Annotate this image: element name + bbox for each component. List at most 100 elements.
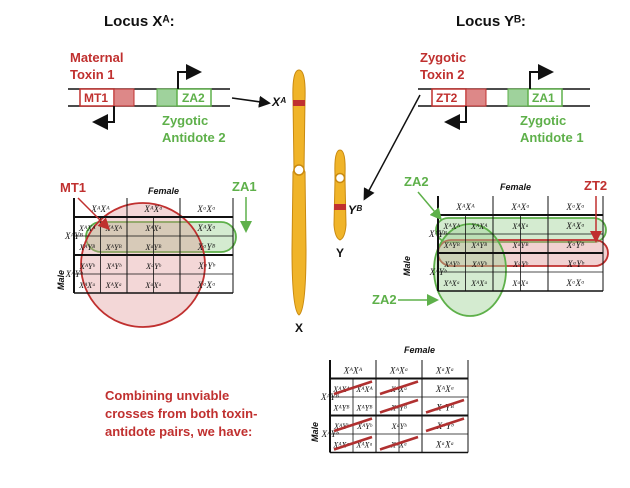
grid-cell: XᴬXᴬ <box>443 222 461 231</box>
title-locus-yb: Locus Yᴮ: <box>456 13 526 30</box>
grid-col-header: XᴬXᵃ <box>143 204 162 214</box>
grid-cell: XᴬXᵃ <box>435 384 454 394</box>
grid-row-header: XᴬYᵇ <box>321 429 339 439</box>
grid-cell: XᴬXᴬ <box>78 224 96 233</box>
grid-cell: XᵃYᵇ <box>145 262 162 271</box>
grid-col-header: XᵃXᵃ <box>435 366 454 376</box>
grid-col-header: XᴬXᴬ <box>90 204 110 214</box>
combined-text-line2: crosses from both toxin- <box>105 406 257 421</box>
grid-cell: XᵃYᵇ <box>566 259 584 269</box>
bottom-male-axis: Male <box>310 422 320 442</box>
grid-cell: XᵃXᵃ <box>390 441 407 450</box>
grid-cell: XᴬXᵃ <box>78 281 95 290</box>
right-antidote-line1: Zygotic <box>520 113 566 128</box>
left-antidote-line2: Antidote 2 <box>162 130 226 145</box>
grid-cell: XᵃYᴮ <box>197 242 216 252</box>
grid-cell: XᴬYᴮ <box>332 404 350 413</box>
grid-row-header: XᴬYᴮ <box>428 229 447 239</box>
left-mt1-label: MT1 <box>84 91 108 105</box>
right-label-line2: Toxin 2 <box>420 67 465 82</box>
grid-cell: XᴬYᵇ <box>333 422 350 431</box>
grid-cell: XᴬYᵇ <box>443 260 460 269</box>
right-za2-callout-bottom: ZA2 <box>372 292 397 307</box>
unviable-slash <box>333 435 373 451</box>
right-za2-callout-top: ZA2 <box>404 174 429 189</box>
left-za1-callout: ZA1 <box>232 179 257 194</box>
left-antidote-line1: Zygotic <box>162 113 208 128</box>
grid-cell: XᵃYᵇ <box>391 422 408 431</box>
y-chromosome-label: Y <box>336 246 344 260</box>
grid-cell: XᵃXᵃ <box>511 279 528 288</box>
unviable-slash <box>333 380 373 396</box>
grid-cell: XᵃYᴮ <box>512 241 530 250</box>
grid-row-header: XᴬYᴮ <box>320 392 339 402</box>
grid-cell: XᴬYᴮ <box>355 404 373 413</box>
grid-cell: XᴬYᵇ <box>356 422 373 431</box>
right-zt2-label: ZT2 <box>436 91 458 105</box>
grid-col-header: XᵃXᵃ <box>565 202 584 212</box>
bottom-female-axis: Female <box>404 345 435 355</box>
unviable-slash <box>379 380 419 396</box>
grid-cell: XᵃXᵃ <box>144 281 161 290</box>
right-zt2-callout: ZT2 <box>584 178 607 193</box>
grid-cell: XᴬXᵃ <box>355 441 372 450</box>
grid-col-header: XᵃXᵃ <box>196 204 215 214</box>
grid-cell: XᴬYᴮ <box>470 241 488 250</box>
x-chromosome-label: X <box>295 321 303 335</box>
left-male-axis: Male <box>56 270 66 290</box>
title-locus-xa: Locus Xᴬ: <box>104 13 175 30</box>
grid-cell: XᴬYᵇ <box>105 262 122 271</box>
grid-col-header: XᴬXᵃ <box>389 366 408 376</box>
unviable-slash <box>425 398 465 414</box>
grid-cell: XᴬXᴬ <box>470 222 488 231</box>
grid-cell: XᴬYᴮ <box>105 243 123 252</box>
grid-col-header: XᴬXᵃ <box>510 202 529 212</box>
y-chromosome-tag: Yᴮ <box>348 203 363 217</box>
grid-col-header: XᴬXᴬ <box>343 366 363 376</box>
grid-cell: XᴬXᴬ <box>355 385 373 394</box>
left-za2-label: ZA2 <box>182 91 205 105</box>
right-za1-label: ZA1 <box>532 91 555 105</box>
grid-cell: XᵃYᵇ <box>512 260 529 269</box>
grid-cell: XᴬXᵃ <box>390 385 407 394</box>
x-chromosome <box>291 69 307 316</box>
unviable-slash <box>425 417 465 433</box>
grid-cell: XᴬXᵃ <box>443 279 460 288</box>
grid-col-header: XᴬXᴬ <box>455 202 475 212</box>
grid-cell: XᴬYᵇ <box>79 262 96 271</box>
left-label-line1: Maternal <box>70 50 123 65</box>
grid-cell: XᴬXᵃ <box>196 223 215 233</box>
grid-row-header: XᴬYᵇ <box>65 269 83 279</box>
grid-cell: XᴬXᴬ <box>332 385 350 394</box>
grid-cell: XᵃXᵃ <box>435 440 454 450</box>
grid-cell: XᴬXᵃ <box>565 221 584 231</box>
grid-cell: XᴬYᵇ <box>471 260 488 269</box>
right-male-axis: Male <box>402 256 412 276</box>
grid-cell: XᴬXᵃ <box>470 279 487 288</box>
unviable-slash <box>379 398 419 414</box>
grid-cell: XᵃYᵇ <box>197 261 215 271</box>
grid-cell: XᴬXᵃ <box>332 441 349 450</box>
grid-cell: XᴬXᵃ <box>105 281 122 290</box>
grid-cell: XᴬXᴬ <box>105 224 123 233</box>
combined-text-line3: antidote pairs, we have: <box>105 424 252 439</box>
x-chromosome-tag: Xᴬ <box>271 95 286 109</box>
left-mt1-callout: MT1 <box>60 180 86 195</box>
right-female-axis: Female <box>500 182 531 192</box>
unviable-slash <box>333 417 373 433</box>
unviable-slash <box>379 435 419 451</box>
grid-cell: XᵃYᴮ <box>145 243 163 252</box>
right-construct: Zygotic Toxin 2 ZT2 ZA1 Zygotic Antidote… <box>418 50 590 145</box>
grid-cell: XᵃXᵃ <box>565 278 584 288</box>
right-antidote-line2: Antidote 1 <box>520 130 584 145</box>
grid-cell: XᵃYᴮ <box>390 404 408 413</box>
grid-cell: XᵃYᴮ <box>566 240 585 250</box>
y-chromosome <box>333 149 347 241</box>
grid-cell: XᵃXᵃ <box>196 280 215 290</box>
left-label-line2: Toxin 1 <box>70 67 115 82</box>
grid-row-header: XᴬYᵇ <box>429 267 447 277</box>
grid-row-header: XᴬYᴮ <box>64 231 83 241</box>
